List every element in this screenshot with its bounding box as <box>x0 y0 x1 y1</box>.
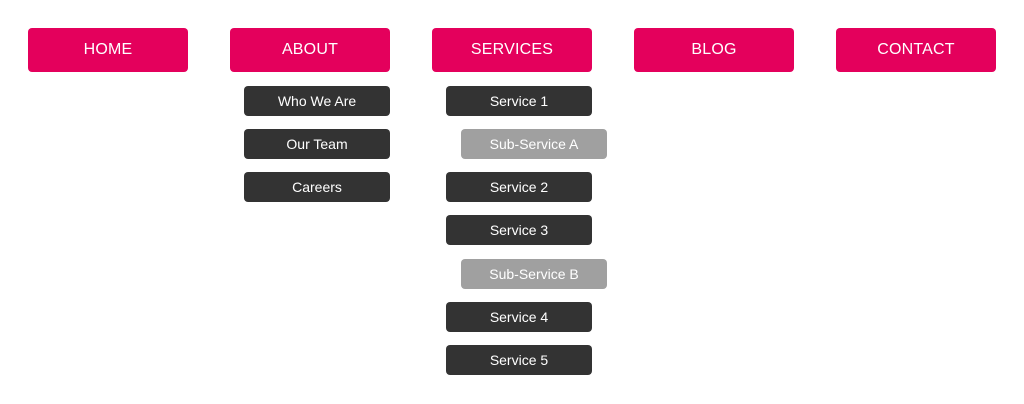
nav-blog-button[interactable]: BLOG <box>634 28 794 72</box>
menu-item-careers[interactable]: Careers <box>244 172 390 202</box>
nav-services-button[interactable]: SERVICES <box>432 28 592 72</box>
nav-home-button[interactable]: HOME <box>28 28 188 72</box>
nav-about-button[interactable]: ABOUT <box>230 28 390 72</box>
menu-item-sub-service-b[interactable]: Sub-Service B <box>461 259 607 289</box>
menu-item-service-5[interactable]: Service 5 <box>446 345 592 375</box>
menu-item-service-1[interactable]: Service 1 <box>446 86 592 116</box>
menu-item-our-team[interactable]: Our Team <box>244 129 390 159</box>
menu-item-service-3[interactable]: Service 3 <box>446 215 592 245</box>
menu-item-sub-service-a[interactable]: Sub-Service A <box>461 129 607 159</box>
menu-item-who-we-are[interactable]: Who We Are <box>244 86 390 116</box>
menu-item-service-4[interactable]: Service 4 <box>446 302 592 332</box>
nav-contact-button[interactable]: CONTACT <box>836 28 996 72</box>
menu-item-service-2[interactable]: Service 2 <box>446 172 592 202</box>
